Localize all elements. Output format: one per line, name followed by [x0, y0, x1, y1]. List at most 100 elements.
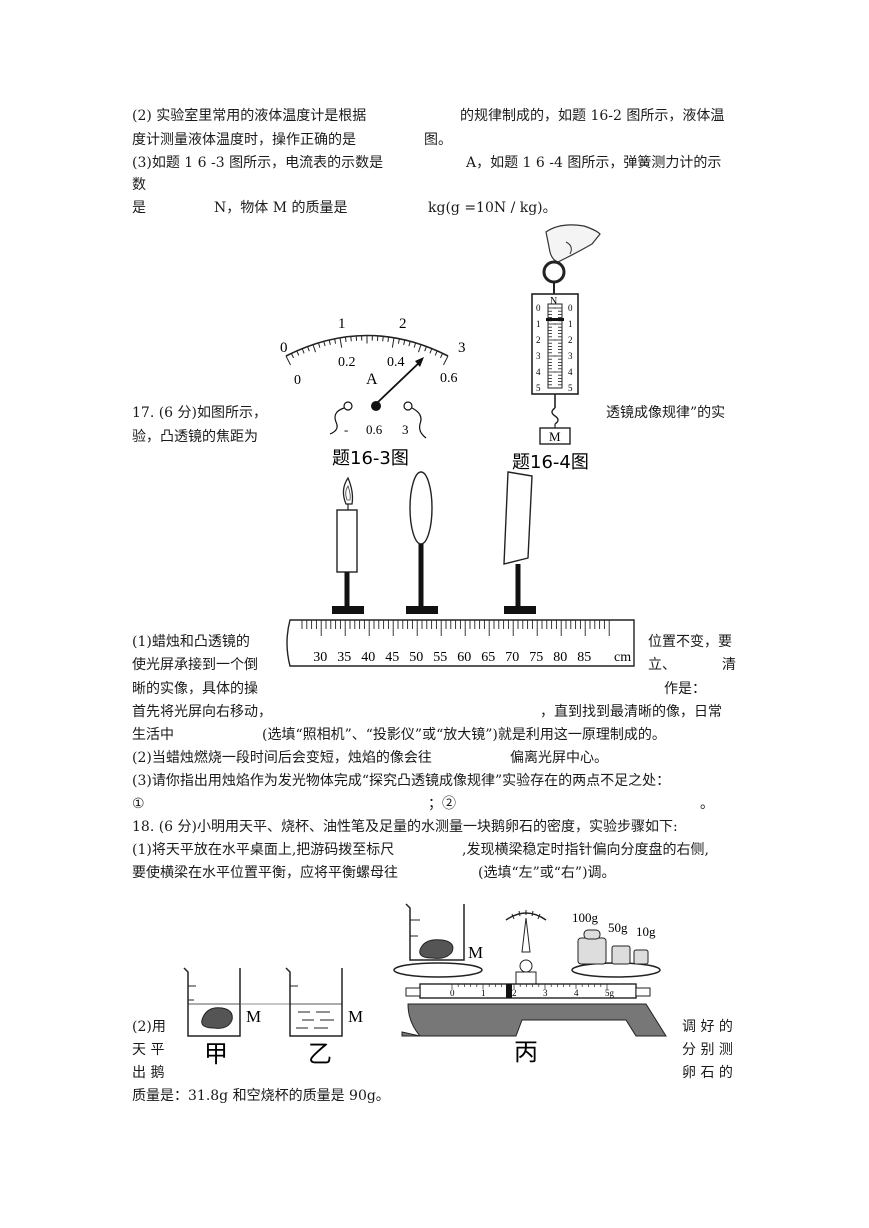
hand-finger-line	[565, 241, 572, 255]
ammeter-tick	[290, 353, 294, 359]
q17-p1-k: (选填“照相机”、“投影仪”或“放大镜”)就是利用这一原理制成的。	[262, 727, 666, 743]
ammeter-minor-3: 0.6	[440, 371, 458, 386]
mass-block-m	[539, 427, 571, 445]
ammeter-tick	[387, 336, 390, 342]
candle-base	[332, 606, 364, 614]
q17-p2-b: 偏离光屏中心。	[510, 750, 608, 766]
q18-p2-e: 出 鹅	[132, 1065, 165, 1081]
scale-label-right: 5	[568, 383, 573, 393]
ruler-label: 65	[481, 650, 495, 665]
ammeter-tick	[397, 338, 400, 344]
slider-label: 4	[574, 988, 579, 998]
scale-label-right: 2	[568, 335, 573, 345]
q16-p3-b: A，如题 1 6 -4 图所示，弹簧测力计的示	[466, 155, 722, 171]
q18-l2-a: (1)将天平放在水平桌面上,把游码拨至标尺	[132, 842, 395, 858]
scale-label-left: 4	[536, 367, 541, 377]
ammeter-tick	[285, 355, 291, 366]
q16-p2-a: (2) 实验室里常用的液体温度计是根据	[132, 108, 367, 124]
terminal-negative	[343, 401, 353, 411]
ruler-label: 40	[361, 650, 375, 665]
ammeter-tick	[307, 346, 310, 352]
wire-left	[329, 407, 345, 435]
slider-label: 5g	[605, 988, 615, 998]
marker-bing: M	[468, 943, 483, 962]
label-jia: 甲	[204, 1040, 228, 1068]
ruler-label: 55	[433, 650, 447, 665]
ammeter-tick	[328, 339, 331, 345]
q16-p2-c: 度计测量液体温度时，操作正确的是	[132, 132, 356, 148]
ammeter-tick	[391, 337, 395, 348]
ammeter-tick	[429, 348, 433, 354]
label-bing: 丙	[514, 1038, 538, 1066]
ammeter-tick	[296, 350, 300, 356]
q16-p3-f: kg(g =10N / kg)。	[428, 200, 557, 216]
marker-yi: M	[348, 1007, 363, 1026]
weight-10g	[633, 949, 649, 965]
balance-nut-right	[635, 987, 651, 997]
ammeter-major-1: 1	[338, 316, 346, 332]
weight-label-50g: 50g	[608, 920, 628, 935]
weight-100g-knob	[583, 929, 601, 940]
q17-p3-1: ①	[132, 796, 145, 812]
mass-label: M	[549, 429, 561, 444]
wire-right	[411, 407, 427, 439]
ammeter-pivot	[371, 401, 381, 411]
water-waves-yi	[296, 1011, 334, 1029]
q17-p1-d: 立、	[648, 657, 676, 673]
q17-p1-i: ，直到找到最清晰的像，日常	[540, 704, 722, 720]
balance-nut-left	[405, 987, 421, 997]
scale-unit: N	[550, 296, 557, 307]
screen-base	[504, 606, 536, 614]
ruler-unit: cm	[614, 650, 631, 665]
candle-body	[336, 509, 358, 573]
q17-p2-a: (2)当蜡烛燃烧一段时间后会变短，烛焰的像会往	[132, 750, 432, 766]
ammeter-tick	[434, 350, 438, 356]
q17-p1-c: 使光屏承接到一个倒	[132, 657, 258, 673]
weight-50g	[611, 945, 631, 965]
ammeter-pointer	[377, 359, 423, 403]
q18-p2-f: 卵 石 的	[682, 1065, 733, 1081]
q16-line-1: (2) 实验室里常用的液体温度计是根据	[132, 106, 366, 126]
q16-p3-e: N，物体 M 的质量是	[214, 200, 348, 216]
hand-icon	[545, 224, 601, 263]
q17-p1-j: 生活中	[132, 727, 174, 743]
ammeter-major-2: 2	[399, 316, 407, 332]
slider-label: 0	[450, 988, 455, 998]
q18-l3-b: (选填“左”或“右”)调。	[478, 865, 616, 881]
q16-p2-d: 图。	[424, 132, 452, 148]
terminal-3	[403, 401, 413, 411]
ruler-label: 35	[337, 650, 351, 665]
caption-16-3: 题16-3图	[332, 448, 409, 469]
scale-label-left: 5	[536, 383, 541, 393]
q17-l2: 验，凸透镜的焦距为	[132, 429, 258, 445]
ammeter-minor-2: 0.4	[387, 355, 405, 370]
ammeter-tick	[350, 336, 352, 342]
ammeter-unit: A	[366, 371, 378, 388]
q18-p2-c: 天 平	[132, 1042, 165, 1058]
slider-scale	[451, 984, 608, 989]
ammeter-tick	[334, 338, 337, 344]
scale-label-left: 2	[536, 335, 541, 345]
ruler-label: 50	[409, 650, 423, 665]
terminal-label-3: 3	[402, 422, 409, 437]
q18-l3-a: 要使横梁在水平位置平衡，应将平衡螺母往	[132, 865, 398, 881]
q17-p3-2: ；②	[428, 796, 456, 812]
scale-label-left: 1	[536, 319, 541, 329]
q16-line-1b: 的规律制成的，如题 16-2 图所示，液体温	[460, 106, 724, 126]
scale-hook	[551, 407, 559, 425]
balance-pivot	[519, 959, 533, 973]
pebble-jia	[201, 1007, 233, 1029]
right-pan	[571, 962, 661, 978]
ammeter-tick	[323, 341, 326, 347]
scale-ring	[542, 260, 566, 284]
weight-label-100g: 100g	[572, 910, 599, 925]
scale-label-right: 4	[568, 367, 573, 377]
q17-l1-b: 透镜成像规律”的实	[606, 405, 726, 421]
weight-100g	[577, 937, 607, 965]
q16-p2-b: 的规律制成的，如题 16-2 图所示，液体温	[460, 108, 725, 124]
ammeter-pointer-head	[415, 357, 424, 367]
q17-p1-f: 晰的实像，具体的操	[132, 681, 258, 697]
ammeter-tick	[413, 342, 417, 348]
scale-label-left: 3	[536, 351, 541, 361]
